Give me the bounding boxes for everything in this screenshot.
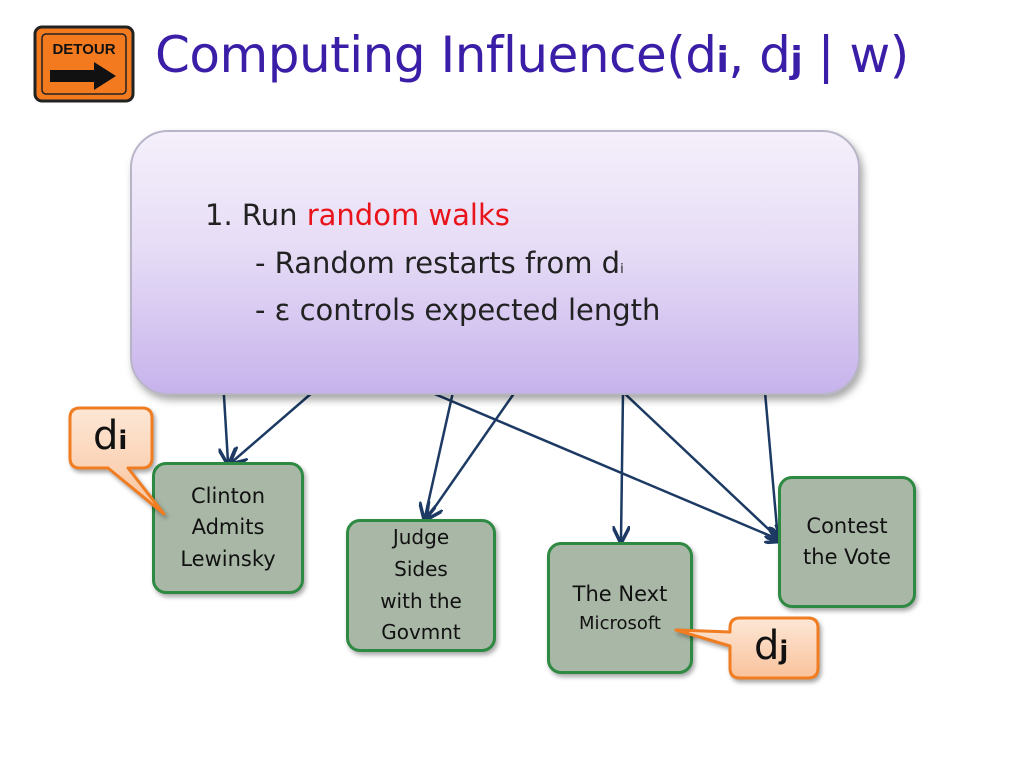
arrow-to-contest-b	[622, 391, 780, 540]
arrow-to-judge-a	[425, 391, 455, 517]
callout-dj-sub: j	[779, 636, 789, 666]
step-3-text: - ε controls expected length	[255, 293, 661, 327]
step-1-prefix: 1. Run	[205, 198, 307, 232]
arrow-to-contest-c	[763, 391, 778, 540]
node-judge-line-2: Sides	[394, 556, 448, 581]
node-microsoft-line-2: Microsoft	[579, 613, 661, 635]
node-microsoft: The Next Microsoft	[547, 542, 693, 674]
node-contest: Contest the Vote	[778, 476, 916, 608]
node-microsoft-line-1: The Next	[572, 581, 668, 606]
node-judge: Judge Sides with the Govmnt	[346, 519, 496, 652]
arrow-to-contest-a	[429, 390, 780, 540]
step-line-2: - Random restarts from di	[255, 246, 624, 280]
random-walk-box	[130, 130, 860, 395]
title-main: Computing Influence(d	[155, 26, 717, 84]
callout-di-base: d	[93, 413, 119, 459]
callout-dj: dj	[754, 623, 788, 669]
node-contest-line-2: the Vote	[803, 545, 891, 569]
step-2-sub: i	[620, 262, 624, 277]
slide-title: Computing Influence(di, dj | w)	[155, 26, 909, 84]
detour-sign-text: DETOUR	[52, 41, 115, 58]
detour-sign-icon: DETOUR	[32, 24, 136, 104]
node-contest-line-1: Contest	[806, 513, 888, 538]
arrow-to-clinton-b	[232, 391, 314, 462]
callout-dj-bubble	[674, 616, 820, 680]
step-line-3: - ε controls expected length	[255, 293, 660, 327]
node-judge-line-3: with the	[380, 588, 462, 613]
node-clinton: Clinton Admits Lewinsky	[152, 462, 304, 594]
step-2-text: - Random restarts from d	[255, 246, 621, 280]
callout-di-sub: i	[118, 426, 128, 456]
node-judge-line-4: Govmnt	[381, 620, 461, 645]
title-tail: | w)	[802, 26, 910, 84]
title-sub-i: i	[716, 40, 729, 81]
arrow-to-judge-b	[428, 391, 517, 517]
arrow-to-microsoft	[621, 391, 623, 540]
callout-di: di	[93, 413, 127, 459]
callout-dj-base: d	[754, 623, 780, 669]
step-line-1: 1. Run random walks	[205, 198, 510, 232]
title-sub-j: j	[790, 40, 803, 81]
node-judge-line-1: Judge	[392, 525, 450, 550]
title-mid: , d	[728, 26, 791, 84]
step-1-highlight: random walks	[306, 198, 510, 232]
callout-di-bubble	[68, 406, 166, 516]
node-clinton-line-2: Admits	[191, 515, 265, 540]
node-clinton-line-1: Clinton	[190, 483, 266, 508]
node-clinton-line-3: Lewinsky	[180, 546, 276, 571]
